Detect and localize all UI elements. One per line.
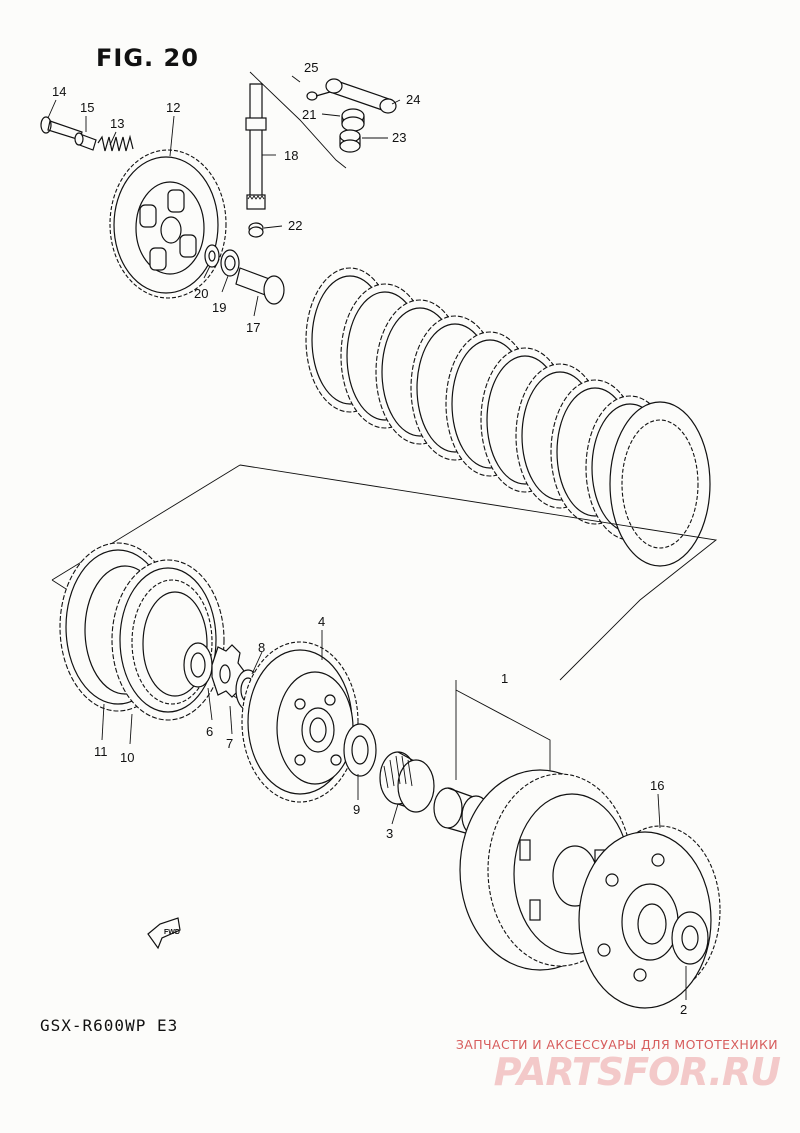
callout-16: 16 — [650, 778, 664, 793]
pushrod-18 — [245, 83, 267, 210]
bushing-21 — [341, 108, 365, 132]
fwd-label: FWD — [164, 929, 180, 936]
callout-13: 13 — [110, 116, 124, 131]
callout-18: 18 — [284, 148, 298, 163]
callout-20: 20 — [194, 286, 208, 301]
callout-23: 23 — [392, 130, 406, 145]
judder-spring-10 — [111, 559, 225, 721]
bearing-23 — [339, 129, 361, 153]
callout-labels: 1 2 3 4 6 7 8 9 10 11 12 13 14 15 16 17 … — [52, 60, 687, 1017]
oil-seal-22 — [248, 222, 264, 238]
watermark-logo: PARTSFOR.RU — [493, 1050, 781, 1094]
callout-24: 24 — [406, 92, 420, 107]
spring-13 — [97, 134, 134, 152]
screw-25 — [306, 91, 331, 101]
callout-10: 10 — [120, 750, 134, 765]
pressure-plate-12 — [109, 149, 227, 299]
washer-15 — [74, 132, 97, 151]
washer-20 — [204, 244, 220, 268]
callout-14: 14 — [52, 84, 66, 99]
model-code: GSX-R600WP E3 — [40, 1016, 179, 1035]
callout-21: 21 — [302, 107, 316, 122]
sleeve-hub-4 — [241, 641, 359, 803]
bearing-19 — [220, 249, 240, 277]
bracket-18-24 — [249, 71, 347, 169]
callout-17: 17 — [246, 320, 260, 335]
callout-7: 7 — [226, 736, 233, 751]
callout-12: 12 — [166, 100, 180, 115]
callout-2: 2 — [680, 1002, 687, 1017]
figure-title: FIG. 20 — [96, 44, 199, 72]
needle-bearing-3 — [379, 751, 435, 813]
callout-9: 9 — [353, 802, 360, 817]
callout-8: 8 — [258, 640, 265, 655]
callout-3: 3 — [386, 826, 393, 841]
fwd-arrow-icon: FWD — [147, 917, 181, 950]
watermark-subtitle: ЗАПЧАСТИ И АКСЕССУАРЫ ДЛЯ МОТОТЕХНИКИ — [455, 1037, 778, 1052]
callout-6: 6 — [206, 724, 213, 739]
thrust-washer-9 — [343, 723, 377, 777]
callout-22: 22 — [288, 218, 302, 233]
plate-stack — [305, 267, 711, 567]
washer-6 — [183, 642, 213, 688]
callout-4: 4 — [318, 614, 325, 629]
callout-15: 15 — [80, 100, 94, 115]
cover-plate-2 — [578, 831, 712, 1009]
callout-11: 11 — [94, 744, 108, 759]
callout-25: 25 — [304, 60, 318, 75]
pushrod-piece-17 — [235, 267, 285, 305]
release-arm-24 — [325, 78, 397, 114]
leader-lines — [47, 75, 687, 1000]
bracket-1 — [455, 680, 551, 790]
callout-19: 19 — [212, 300, 226, 315]
callout-1: 1 — [501, 671, 508, 686]
